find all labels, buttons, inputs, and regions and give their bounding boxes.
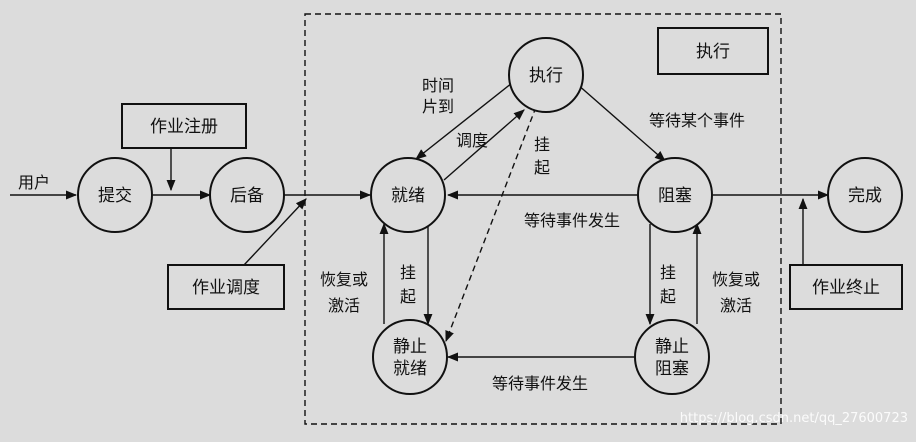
node-submit	[77, 157, 153, 233]
node-suspended-ready	[372, 319, 448, 395]
node-suspended-blocked-label-1: 静止	[655, 337, 689, 357]
label-event-occurs-top: 等待事件发生	[524, 211, 620, 230]
node-running	[508, 37, 584, 113]
box-running-area	[657, 27, 769, 75]
label-suspend-left-1: 挂	[400, 263, 416, 282]
label-suspend-right-1: 挂	[660, 263, 676, 282]
label-user: 用户	[18, 173, 50, 192]
label-resume-right-2: 激活	[720, 296, 752, 315]
edge-dispatch-pointer	[243, 198, 307, 266]
node-backup-label: 后备	[230, 186, 264, 206]
edge-run-to-blocked	[576, 83, 666, 162]
box-job-register	[121, 103, 247, 149]
node-suspended-ready-label-1: 静止	[393, 337, 427, 357]
label-resume-right-1: 恢复或	[712, 270, 760, 289]
edge-run-to-ready	[415, 82, 513, 160]
box-job-terminate-label: 作业终止	[812, 278, 880, 298]
node-blocked	[637, 157, 713, 233]
label-suspend-mid-2: 起	[534, 158, 550, 177]
box-job-terminate	[789, 264, 903, 310]
node-suspended-blocked-label-2: 阻塞	[655, 359, 689, 379]
label-resume-left-2: 激活	[328, 296, 360, 315]
label-time-slice-2: 片到	[422, 97, 454, 116]
label-suspend-right-2: 起	[660, 287, 676, 306]
label-suspend-mid-1: 挂	[534, 135, 550, 154]
node-blocked-label: 阻塞	[658, 186, 692, 206]
watermark-text: https://blog.csdn.net/qq_27600723	[680, 411, 908, 426]
box-job-dispatch	[167, 264, 285, 310]
label-event-occurs-bottom: 等待事件发生	[492, 374, 588, 393]
node-done	[827, 157, 903, 233]
node-ready	[370, 157, 446, 233]
box-running-area-label: 执行	[696, 42, 730, 62]
node-done-label: 完成	[848, 186, 882, 206]
label-dispatch: 调度	[456, 131, 488, 150]
box-job-register-label: 作业注册	[150, 117, 218, 137]
process-boundary	[304, 13, 782, 425]
label-time-slice-1: 时间	[422, 76, 454, 95]
label-resume-left-1: 恢复或	[320, 270, 368, 289]
node-backup	[209, 157, 285, 233]
node-ready-label: 就绪	[391, 186, 425, 206]
node-running-label: 执行	[529, 66, 563, 86]
edge-run-to-suspended-ready	[445, 106, 537, 343]
label-suspend-left-2: 起	[400, 287, 416, 306]
edge-ready-to-run	[443, 109, 525, 181]
label-wait-event: 等待某个事件	[649, 111, 745, 130]
node-suspended-ready-label-2: 就绪	[393, 359, 427, 379]
box-job-dispatch-label: 作业调度	[192, 278, 260, 298]
node-submit-label: 提交	[98, 186, 132, 206]
node-suspended-blocked	[634, 319, 710, 395]
